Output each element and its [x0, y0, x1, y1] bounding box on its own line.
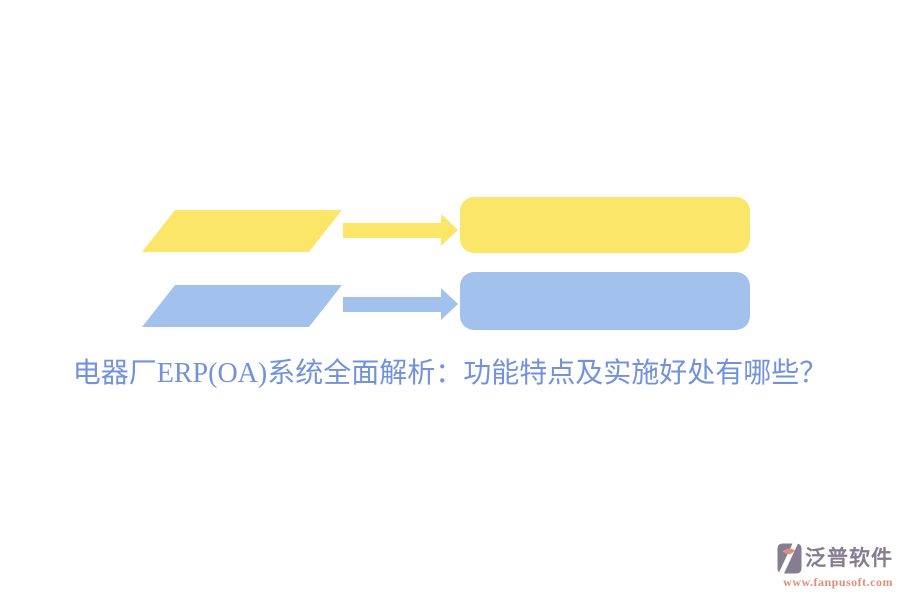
flow-parallelogram-blue [142, 285, 342, 327]
watermark: 泛普软件 www.fanpusoft.com [777, 543, 893, 588]
arrow-head [441, 214, 458, 246]
flow-arrow-yellow-icon [343, 214, 458, 247]
arrow-shaft [343, 223, 443, 238]
arrow-shaft [343, 297, 443, 312]
page-title: 电器厂ERP(OA)系统全面解析：功能特点及实施好处有哪些？ [72, 358, 828, 389]
watermark-url: www.fanpusoft.com [783, 575, 893, 589]
flow-arrow-blue-icon [343, 288, 458, 321]
flow-parallelogram-yellow [142, 210, 342, 252]
flow-rounded-rect-blue [460, 272, 750, 330]
watermark-brand: 泛普软件 [805, 546, 893, 570]
watermark-brand-row: 泛普软件 [777, 543, 893, 574]
flow-rounded-rect-yellow [460, 197, 750, 253]
fanpu-logo-icon [777, 543, 802, 574]
arrow-head [441, 288, 458, 320]
